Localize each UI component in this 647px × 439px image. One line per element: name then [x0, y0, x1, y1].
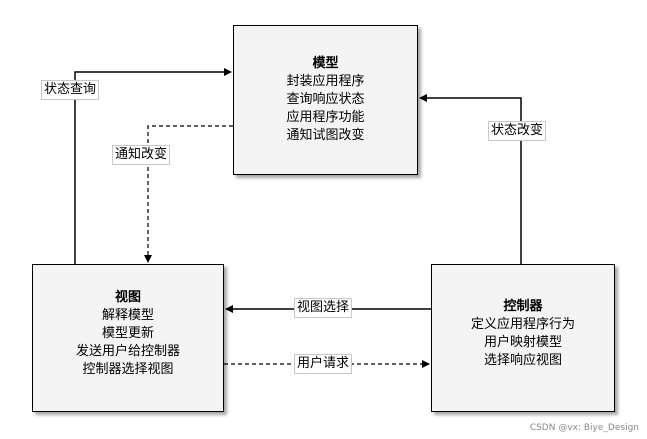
- view-title: 视图: [114, 290, 141, 305]
- view-box: 视图 解释模型 模型更新 发送用户给控制器 控制器选择视图: [32, 264, 224, 412]
- controller-box: 控制器 定义应用程序行为 用户映射模型 选择响应视图: [431, 264, 615, 412]
- model-line: 封装应用程序: [286, 74, 365, 89]
- edge-status-query: [74, 68, 232, 264]
- controller-title: 控制器: [503, 299, 543, 314]
- model-line: 应用程序功能: [286, 110, 365, 125]
- model-line: 通知试图改变: [286, 128, 365, 143]
- view-line: 模型更新: [101, 326, 154, 341]
- edge-label-notify-change: 通知改变: [112, 145, 171, 165]
- view-line: 发送用户给控制器: [75, 344, 180, 359]
- model-title: 模型: [312, 56, 339, 71]
- controller-line: 选择响应视图: [483, 353, 562, 368]
- model-box: 模型 封装应用程序 查询响应状态 应用程序功能 通知试图改变: [233, 25, 418, 175]
- edge-label-view-select: 视图选择: [294, 298, 353, 318]
- edge-notify-change: [144, 125, 233, 263]
- model-line: 查询响应状态: [286, 92, 365, 107]
- view-line: 控制器选择视图: [82, 362, 174, 377]
- edge-label-status-change: 状态改变: [488, 121, 547, 141]
- controller-line: 用户映射模型: [483, 335, 562, 350]
- view-line: 解释模型: [101, 308, 154, 323]
- controller-line: 定义应用程序行为: [470, 317, 575, 332]
- watermark: CSDN @vx: Biye_Design: [529, 423, 639, 433]
- edge-label-status-query: 状态查询: [41, 80, 100, 100]
- edge-label-user-request: 用户请求: [294, 354, 353, 374]
- edge-status-change: [419, 94, 522, 264]
